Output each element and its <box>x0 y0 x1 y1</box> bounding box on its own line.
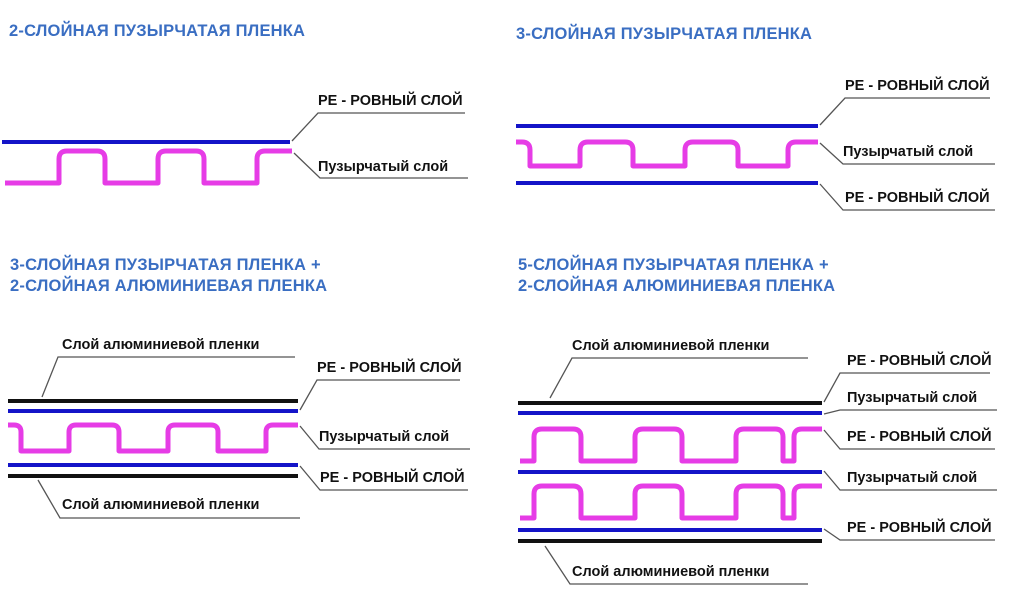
leader-line <box>819 183 995 211</box>
layer-label: Слой алюминиевой пленки <box>572 564 770 580</box>
panel-2-layer <box>2 112 468 186</box>
layer-label: Пузырчатый слой <box>318 159 449 175</box>
panel-title: 2-СЛОЙНАЯ АЛЮМИНИЕВАЯ ПЛЕНКА <box>518 277 836 295</box>
panel-5-layer-aluminium <box>518 357 997 585</box>
panel-title: 2-СЛОЙНАЯ ПУЗЫРЧАТАЯ ПЛЕНКА <box>9 22 306 40</box>
layer-label: PE - РОВНЫЙ СЛОЙ <box>847 520 992 536</box>
leader-line <box>819 97 990 126</box>
leader-line <box>549 357 808 399</box>
layer-label: PE - РОВНЫЙ СЛОЙ <box>320 470 465 486</box>
leader-line <box>544 545 808 585</box>
leader-line <box>819 142 995 165</box>
leader-line <box>823 429 995 450</box>
leader-line <box>299 465 468 491</box>
panel-title: 3-СЛОЙНАЯ ПУЗЫРЧАТАЯ ПЛЕНКА <box>516 25 813 43</box>
layer-label: PE - РОВНЫЙ СЛОЙ <box>847 429 992 445</box>
panel-3-layer <box>516 97 995 211</box>
leader-line <box>291 112 465 142</box>
leader-line <box>37 479 300 519</box>
leader-line <box>293 152 468 179</box>
bubble-layer <box>520 483 822 521</box>
layer-label: PE - РОВНЫЙ СЛОЙ <box>847 353 992 369</box>
layer-label: PE - РОВНЫЙ СЛОЙ <box>845 190 990 206</box>
bubble-layer <box>8 422 298 454</box>
leader-line <box>41 356 295 398</box>
layer-label: Пузырчатый слой <box>319 429 450 445</box>
leader-line <box>823 528 995 541</box>
bubble-layer <box>516 139 818 169</box>
leader-line <box>299 379 460 411</box>
layer-label: Слой алюминиевой пленки <box>62 337 260 353</box>
layer-label: PE - РОВНЫЙ СЛОЙ <box>317 360 462 376</box>
layer-label: PE - РОВНЫЙ СЛОЙ <box>318 93 463 109</box>
panel-title: 5-СЛОЙНАЯ ПУЗЫРЧАТАЯ ПЛЕНКА + <box>518 256 829 274</box>
leader-line <box>823 372 990 403</box>
layer-label: Слой алюминиевой пленки <box>572 338 770 354</box>
layer-label: Пузырчатый слой <box>843 144 974 160</box>
layer-label: PE - РОВНЫЙ СЛОЙ <box>845 78 990 94</box>
leader-line <box>823 470 997 491</box>
panel-title: 3-СЛОЙНАЯ ПУЗЫРЧАТАЯ ПЛЕНКА + <box>10 256 321 274</box>
layer-label: Слой алюминиевой пленки <box>62 497 260 513</box>
leader-line <box>299 425 470 450</box>
bubble-layer <box>5 148 292 186</box>
bubble-layer <box>520 426 822 464</box>
layer-label: Пузырчатый слой <box>847 470 978 486</box>
leader-line <box>823 409 997 415</box>
panel-3-layer-aluminium <box>8 356 470 519</box>
panel-title: 2-СЛОЙНАЯ АЛЮМИНИЕВАЯ ПЛЕНКА <box>10 277 328 295</box>
layer-label: Пузырчатый слой <box>847 390 978 406</box>
